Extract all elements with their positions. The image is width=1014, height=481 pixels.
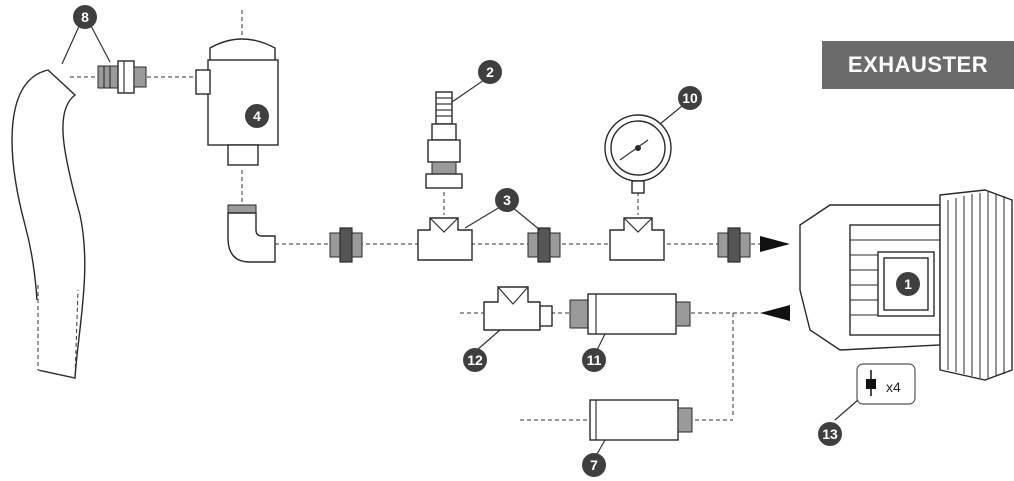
- motor-fins: [850, 239, 940, 316]
- callout-2: 2: [478, 60, 502, 84]
- silencer-lower: [589, 399, 693, 441]
- flow-arrow-in: [760, 236, 790, 252]
- callout-2-label: 2: [486, 64, 494, 80]
- hose-nipple: [97, 60, 147, 94]
- flow-arrow-out: [760, 305, 790, 321]
- relief-valve: [425, 91, 463, 189]
- inline-filter: [195, 38, 279, 166]
- nipple-fitting-1: [329, 227, 363, 263]
- exhauster-title: EXHAUSTER: [822, 41, 1014, 89]
- exhauster-unit: [799, 189, 1013, 381]
- blower-fins: [947, 192, 1005, 378]
- tee-fitting-main: [417, 217, 473, 261]
- callout-11-label: 8: [81, 9, 89, 25]
- callout-7-label: 7: [590, 457, 598, 473]
- callout-10-label: 10: [682, 90, 698, 106]
- mount-quantity: x4: [886, 379, 901, 395]
- callout-3-label: 3: [503, 192, 511, 208]
- callout-3: 3: [495, 188, 519, 212]
- callout-4-label: 4: [253, 108, 261, 124]
- tee-fitting-return: [483, 286, 553, 331]
- callout-7: 7: [582, 453, 606, 477]
- leader-lines: [61, 23, 859, 455]
- hose: [11, 69, 86, 379]
- callout-8-label: 11: [587, 352, 602, 368]
- mount-kit: x4: [856, 363, 916, 405]
- callout-8: 11: [582, 348, 606, 372]
- silencer-upper: [569, 293, 691, 335]
- callout-1-label: 1: [904, 276, 912, 292]
- pressure-gauge: [604, 114, 672, 194]
- callout-11: 8: [73, 5, 97, 29]
- tee-fitting-gauge: [609, 217, 665, 261]
- nipple-fitting-2: [527, 227, 561, 263]
- callout-13: 13: [818, 422, 842, 446]
- nipple-fitting-3: [717, 227, 751, 263]
- assembly-lines: [70, 10, 770, 421]
- callout-13-label: 13: [822, 426, 838, 442]
- callout-10: 10: [678, 86, 702, 110]
- callout-12: 12: [463, 348, 487, 372]
- callout-12-label: 12: [467, 352, 483, 368]
- callout-1: 1: [896, 272, 920, 296]
- callout-4: 4: [245, 104, 269, 128]
- elbow-fitting: [227, 204, 276, 263]
